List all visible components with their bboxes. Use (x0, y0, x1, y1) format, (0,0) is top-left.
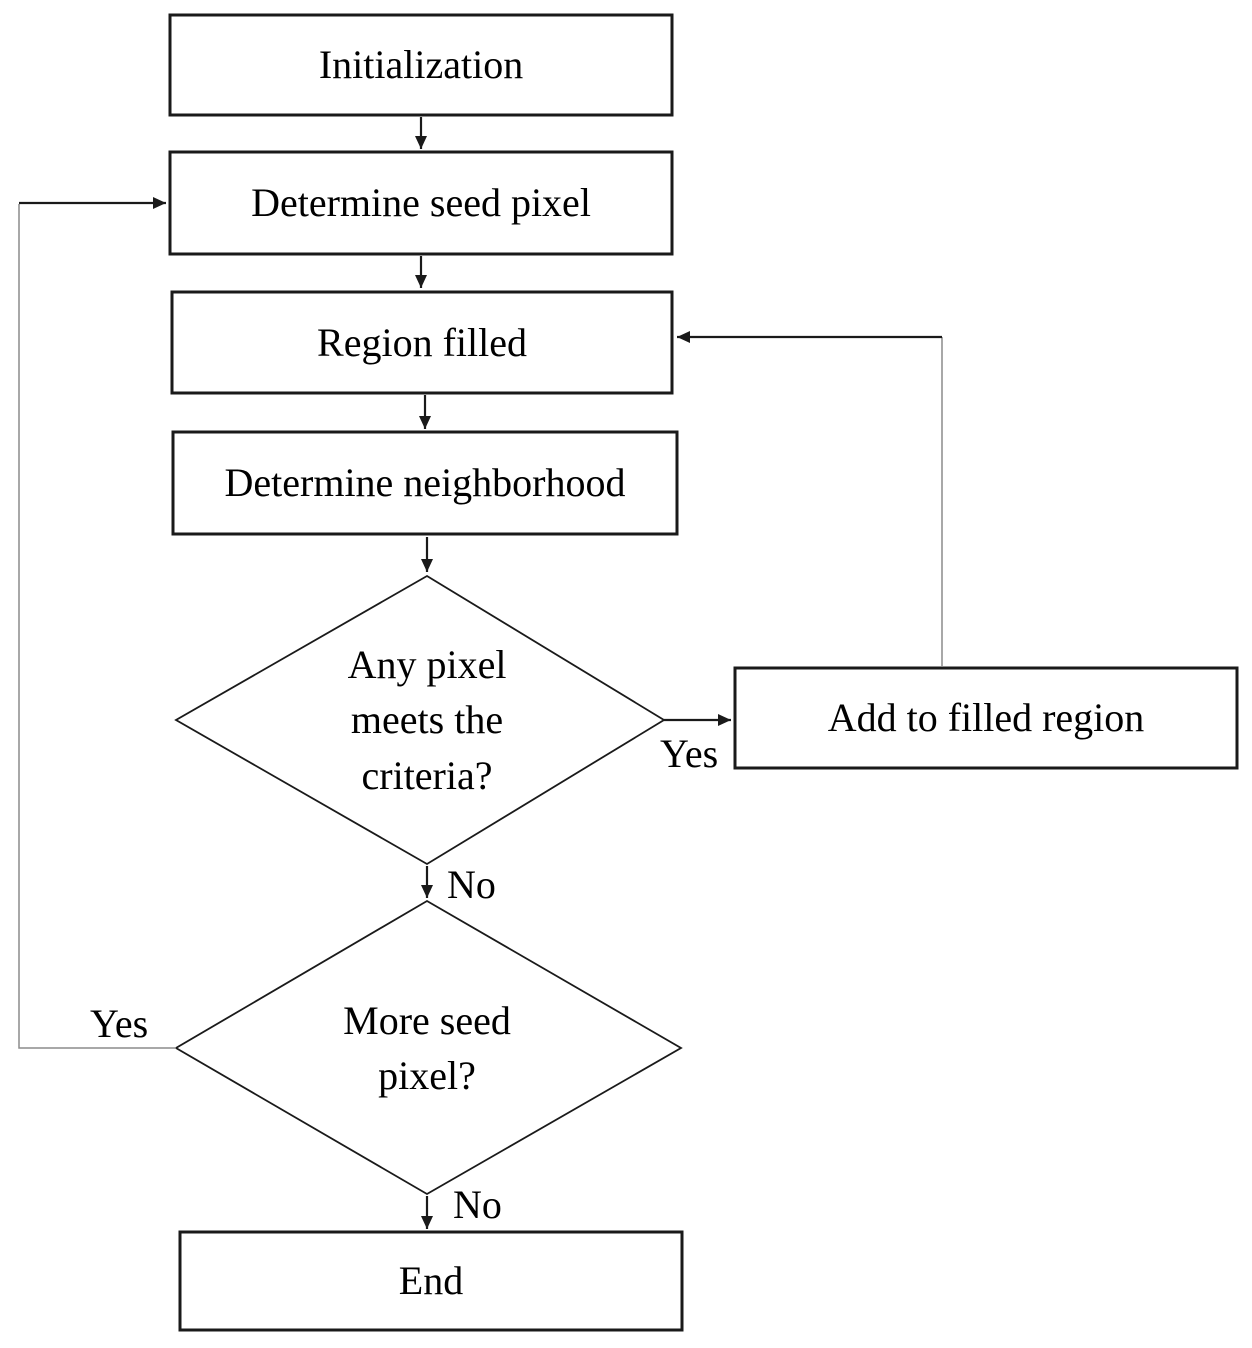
edge-label-more-seed-no: No (453, 1182, 502, 1227)
node-add-to-filled-region-label: Add to filled region (827, 695, 1145, 741)
node-determine-neighborhood-label: Determine neighborhood (224, 460, 626, 506)
edge-label-criteria-no: No (447, 862, 496, 907)
node-region-filled-label: Region filled (317, 319, 527, 365)
node-determine-neighborhood-box (171, 430, 679, 536)
node-more-seed-pixel-label: More seed pixel? (343, 997, 511, 1098)
node-end-box (178, 1230, 684, 1332)
node-determine-seed-pixel-label: Determine seed pixel (251, 180, 591, 226)
node-determine-seed-pixel-box (168, 150, 674, 256)
node-initialization-label: Initialization (318, 42, 524, 88)
node-region-filled-box (170, 290, 674, 395)
node-add-to-filled-region-box (733, 666, 1239, 770)
node-more-seed-pixel-diamond (174, 899, 683, 1196)
edge-label-more-seed-yes: Yes (90, 1001, 149, 1046)
node-any-pixel-meets-criteria-diamond (174, 574, 666, 866)
edge-label-criteria-yes: Yes (660, 731, 719, 776)
node-end-label: End (398, 1258, 464, 1304)
loop-line-more-seed-left-up (18, 204, 176, 1049)
node-any-pixel-meets-criteria-label: Any pixel meets the criteria? (347, 642, 507, 798)
node-initialization-box (168, 13, 674, 117)
